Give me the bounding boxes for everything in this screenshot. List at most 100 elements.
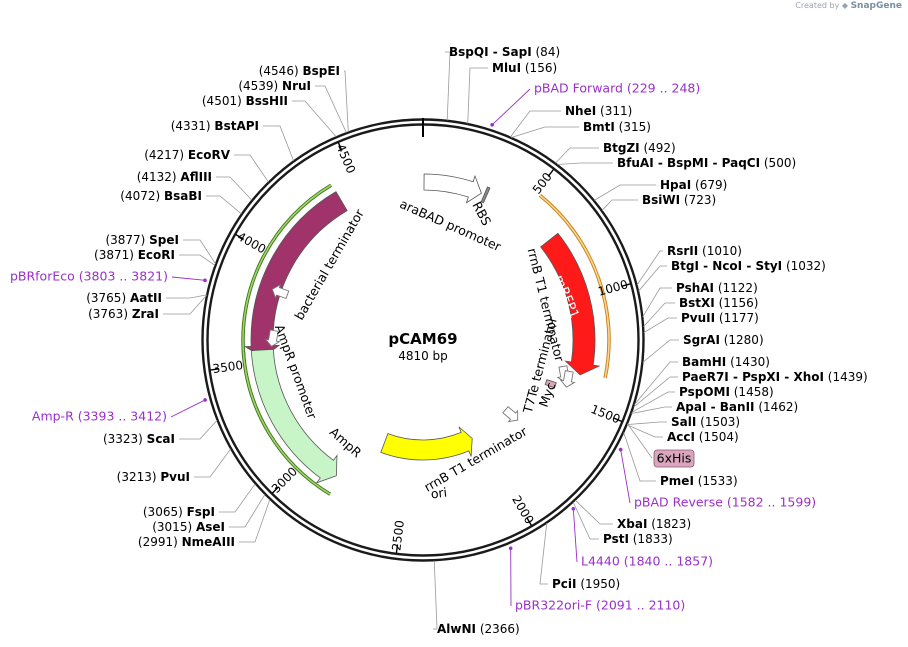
- enzyme-site[interactable]: (4132) AflIII: [137, 170, 212, 184]
- enzyme-label[interactable]: BtgZI (492): [603, 141, 676, 155]
- mrfp1-orf-arc-inner: [539, 194, 610, 379]
- enzyme-site[interactable]: BfuAI - BspMI - PaqCI (500): [617, 156, 796, 170]
- leader-line: [627, 421, 667, 425]
- enzyme-site[interactable]: (4501) BssHII: [202, 94, 288, 108]
- enzyme-site[interactable]: BsiWI (723): [642, 193, 716, 207]
- enzyme-site[interactable]: (2991) NmeAIII: [138, 535, 235, 549]
- enzyme-label[interactable]: BamHI (1430): [682, 355, 770, 369]
- enzyme-label[interactable]: (3871) EcoRI: [94, 248, 175, 262]
- enzyme-site[interactable]: HpaI (679): [660, 178, 727, 192]
- enzyme-label[interactable]: PstI (1833): [603, 532, 673, 546]
- enzyme-label[interactable]: XbaI (1823): [617, 517, 691, 531]
- enzyme-site[interactable]: XbaI (1823): [617, 517, 691, 531]
- enzyme-site[interactable]: (4331) BstAPI: [171, 119, 259, 133]
- enzyme-label[interactable]: HpaI (679): [660, 178, 727, 192]
- enzyme-label[interactable]: (4217) EcoRV: [144, 148, 231, 162]
- enzyme-label[interactable]: PvuII (1177): [681, 311, 759, 325]
- enzyme-site[interactable]: (3213) PvuI: [117, 470, 190, 484]
- enzyme-label[interactable]: (4132) AflIII: [137, 170, 212, 184]
- enzyme-label[interactable]: (4539) NruI: [238, 79, 311, 93]
- enzyme-site[interactable]: PaeR7I - PspXI - XhoI (1439): [682, 370, 868, 384]
- enzyme-site[interactable]: AlwNI (2366): [437, 622, 520, 636]
- primer-leader: [620, 449, 631, 504]
- ampr-promoter-glyph: [264, 329, 281, 347]
- enzyme-site[interactable]: (4539) NruI: [238, 79, 311, 93]
- tick-label: 2500: [389, 519, 407, 551]
- enzyme-site[interactable]: PspOMI (1458): [679, 385, 774, 399]
- enzyme-label[interactable]: NheI (311): [565, 104, 632, 118]
- enzyme-label[interactable]: (4331) BstAPI: [171, 119, 259, 133]
- enzyme-label[interactable]: SalI (1503): [671, 415, 740, 429]
- enzyme-site[interactable]: ApaI - BanII (1462): [676, 400, 798, 414]
- enzyme-site[interactable]: BtgZI (492): [603, 141, 676, 155]
- enzyme-site[interactable]: PmeI (1533): [660, 474, 738, 488]
- enzyme-site[interactable]: (3871) EcoRI: [94, 248, 175, 262]
- enzyme-label[interactable]: (3065) FspI: [143, 505, 215, 519]
- enzyme-site[interactable]: BtgI - NcoI - StyI (1032): [671, 259, 826, 273]
- primer-amp-r[interactable]: Amp-R (3393 .. 3412): [32, 409, 167, 424]
- enzyme-label[interactable]: ApaI - BanII (1462): [676, 400, 798, 414]
- enzyme-label[interactable]: MluI (156): [492, 61, 557, 75]
- enzyme-label[interactable]: BtgI - NcoI - StyI (1032): [671, 259, 826, 273]
- enzyme-site[interactable]: (3765) AatII: [86, 291, 162, 305]
- sixhis-tag-label: 6xHis: [657, 451, 692, 466]
- primer-pbad-reverse[interactable]: pBAD Reverse (1582 .. 1599): [634, 495, 816, 510]
- leader-line: [631, 391, 675, 413]
- enzyme-site[interactable]: (3065) FspI: [143, 505, 215, 519]
- enzyme-site[interactable]: PvuII (1177): [681, 311, 759, 325]
- enzyme-site[interactable]: BspQI - SapI (84): [449, 45, 560, 59]
- enzyme-site[interactable]: SalI (1503): [671, 415, 740, 429]
- enzyme-label[interactable]: BstXI (1156): [679, 296, 758, 310]
- enzyme-site[interactable]: (4217) EcoRV: [144, 148, 231, 162]
- leader-line: [510, 110, 561, 138]
- enzyme-label[interactable]: PaeR7I - PspXI - XhoI (1439): [682, 370, 868, 384]
- enzyme-site[interactable]: (3763) ZraI: [88, 307, 159, 321]
- enzyme-site[interactable]: BstXI (1156): [679, 296, 758, 310]
- enzyme-label[interactable]: (4072) BsaBI: [120, 189, 202, 203]
- enzyme-site[interactable]: SgrAI (1280): [683, 333, 764, 347]
- enzyme-label[interactable]: AccI (1504): [667, 430, 739, 444]
- enzyme-label[interactable]: PmeI (1533): [660, 474, 738, 488]
- leader-line: [206, 195, 242, 215]
- primer-pbrforeco[interactable]: pBRforEco (3803 .. 3821): [10, 269, 168, 284]
- enzyme-label[interactable]: BspQI - SapI (84): [449, 45, 560, 59]
- enzyme-site[interactable]: (3323) ScaI: [103, 432, 175, 446]
- enzyme-site[interactable]: RsrII (1010): [667, 244, 742, 258]
- sixhis-tag[interactable]: 6xHis: [653, 449, 695, 468]
- rbs-feature: [480, 186, 491, 204]
- enzyme-label[interactable]: (3763) ZraI: [88, 307, 159, 321]
- enzyme-label[interactable]: BmtI (315): [583, 120, 651, 134]
- enzyme-site[interactable]: MluI (156): [492, 61, 557, 75]
- enzyme-site[interactable]: NheI (311): [565, 104, 632, 118]
- enzyme-site[interactable]: BmtI (315): [583, 120, 651, 134]
- enzyme-label[interactable]: BsiWI (723): [642, 193, 716, 207]
- enzyme-site[interactable]: AccI (1504): [667, 430, 739, 444]
- enzyme-site[interactable]: PciI (1950): [552, 577, 620, 591]
- enzyme-label[interactable]: AlwNI (2366): [437, 622, 520, 636]
- enzyme-site[interactable]: (4546) BspEI: [259, 64, 340, 78]
- enzyme-label[interactable]: (3765) AatII: [86, 291, 162, 305]
- enzyme-label[interactable]: (3015) AseI: [152, 520, 225, 534]
- enzyme-label[interactable]: (2991) NmeAIII: [138, 535, 235, 549]
- enzyme-site[interactable]: PstI (1833): [603, 532, 673, 546]
- enzyme-label[interactable]: (3213) PvuI: [117, 470, 190, 484]
- enzyme-site[interactable]: PshAI (1122): [676, 281, 758, 295]
- enzyme-label[interactable]: (3877) SpeI: [105, 233, 179, 247]
- enzyme-label[interactable]: PspOMI (1458): [679, 385, 774, 399]
- enzyme-label[interactable]: (4546) BspEI: [259, 64, 340, 78]
- enzyme-label[interactable]: PshAI (1122): [676, 281, 758, 295]
- enzyme-site[interactable]: (3015) AseI: [152, 520, 225, 534]
- enzyme-label[interactable]: RsrII (1010): [667, 244, 742, 258]
- enzyme-site[interactable]: (4072) BsaBI: [120, 189, 202, 203]
- enzyme-site[interactable]: (3877) SpeI: [105, 233, 179, 247]
- primer-l4440[interactable]: L4440 (1840 .. 1857): [581, 554, 713, 569]
- enzyme-site[interactable]: BamHI (1430): [682, 355, 770, 369]
- enzyme-label[interactable]: (4501) BssHII: [202, 94, 288, 108]
- primer-pbr322ori-f[interactable]: pBR322ori-F (2091 .. 2110): [515, 598, 685, 613]
- enzyme-label[interactable]: BfuAI - BspMI - PaqCI (500): [617, 156, 796, 170]
- enzyme-label[interactable]: (3323) ScaI: [103, 432, 175, 446]
- enzyme-label[interactable]: SgrAI (1280): [683, 333, 764, 347]
- primer-pbad-forward[interactable]: pBAD Forward (229 .. 248): [534, 81, 700, 96]
- tick-label: 500: [530, 170, 555, 197]
- enzyme-label[interactable]: PciI (1950): [552, 577, 620, 591]
